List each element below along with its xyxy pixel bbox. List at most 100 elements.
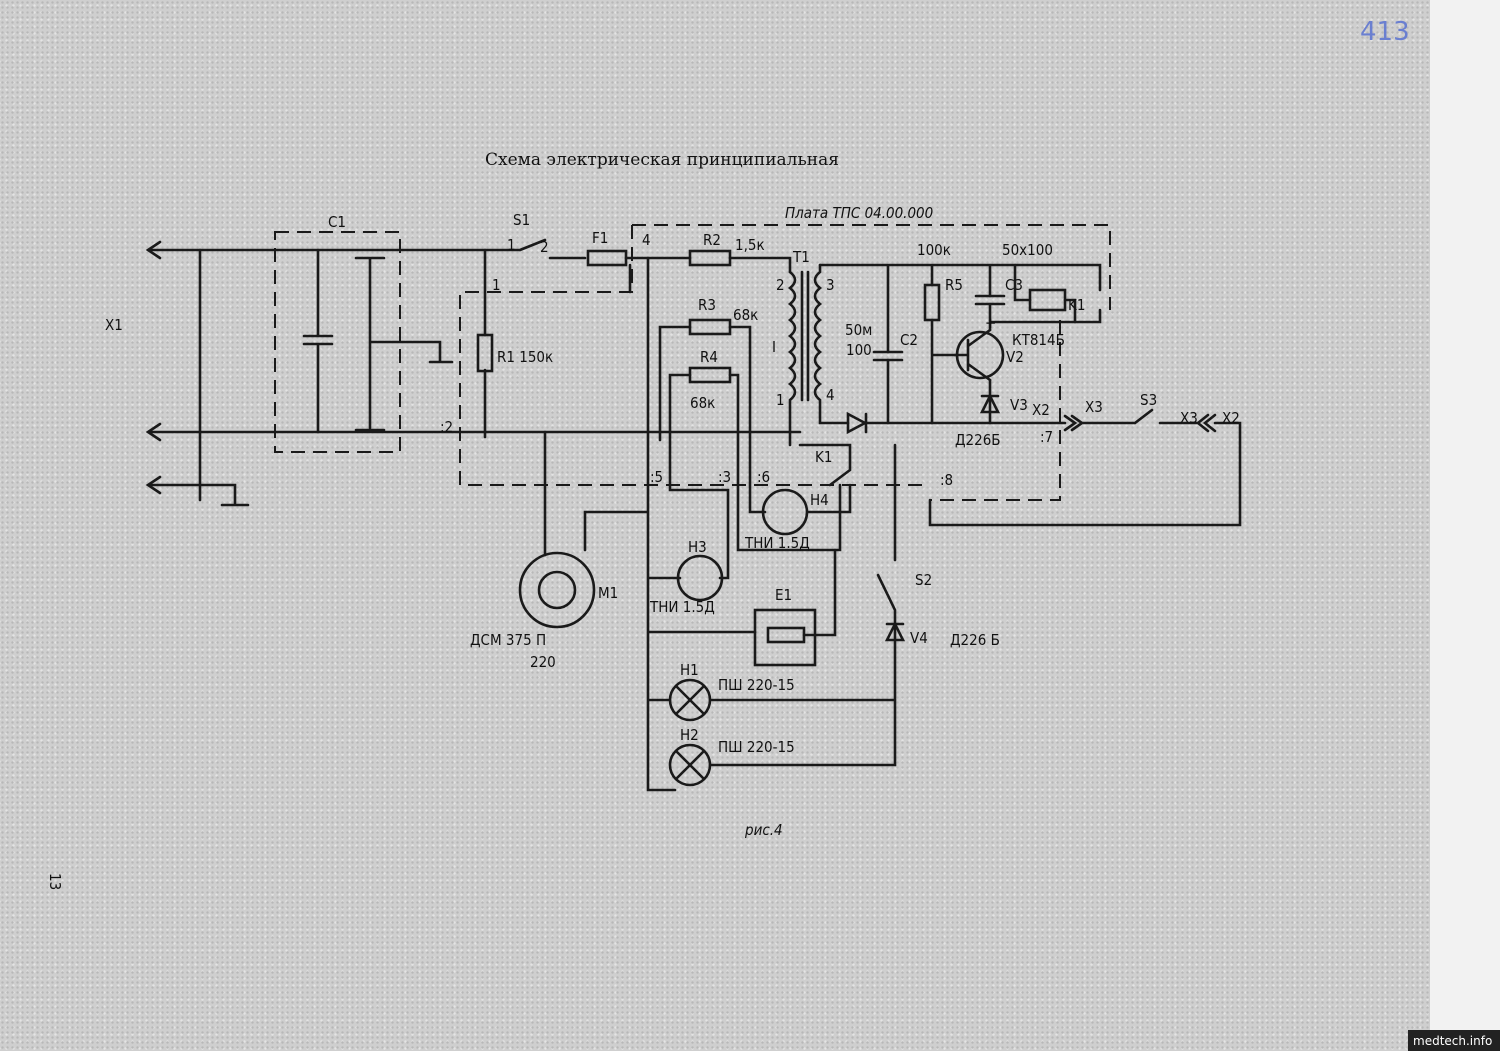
label-r5-value: 100к: [917, 241, 951, 259]
secondary-wires: [818, 263, 1102, 425]
label-node4: 4: [642, 231, 651, 249]
label-h4-type: ТНИ 1.5Д: [744, 534, 810, 552]
label-c2-value2: 100: [846, 341, 872, 359]
c3-plus-sign: +: [985, 314, 996, 332]
label-node5: :5: [650, 468, 663, 486]
label-node1: 1: [492, 276, 501, 294]
label-e1: E1: [775, 586, 792, 604]
mains-input-x1: [145, 238, 802, 507]
label-v3: V3: [1010, 396, 1028, 414]
relay-wires: [1013, 263, 1077, 324]
motor-m1-rotor: [537, 570, 577, 610]
page-number: 13: [46, 873, 64, 890]
external-connector-loop: [928, 408, 1242, 527]
label-h1: H1: [680, 661, 699, 679]
lamp-h2: [668, 743, 712, 787]
label-r3-value: 68к: [733, 306, 758, 324]
watermark: medtech.info: [1413, 1034, 1492, 1048]
label-h2: H2: [680, 726, 699, 744]
label-node2: :2: [440, 418, 453, 436]
label-h3-type: ТНИ 1.5Д: [649, 598, 715, 616]
k1-contact-wiring: [708, 443, 897, 767]
label-v4: V4: [910, 629, 928, 647]
capacitor-c3: [974, 294, 1006, 306]
page-margin: [1430, 0, 1500, 1051]
relay-k1-coil: [1028, 288, 1067, 312]
label-h1-type: ПШ 220-15: [718, 676, 795, 694]
label-node6: :6: [757, 468, 770, 486]
board-label: Плата ТПС 04.00.000: [785, 204, 933, 222]
label-k1: K1: [1068, 296, 1085, 314]
label-f1: F1: [592, 229, 608, 247]
transistor-v2: [953, 328, 1005, 382]
label-r4: R4: [700, 348, 718, 366]
label-c2-value1: 50м: [845, 321, 872, 339]
figure-caption: рис.4: [744, 821, 783, 839]
label-t1-pin4: 4: [826, 386, 835, 404]
diagram-title: Схема электрическая принципиальная: [485, 150, 839, 170]
label-t1: T1: [792, 248, 810, 266]
label-m1-type: ДСМ 375 П: [470, 631, 546, 649]
board-boundary: [459, 224, 1111, 501]
lamp-h1: [668, 678, 712, 722]
diode-v4: [884, 621, 906, 642]
label-t1-pin2: 2: [776, 276, 785, 294]
label-s3: S3: [1140, 391, 1157, 409]
top-wire: [624, 256, 792, 294]
label-m1: M1: [598, 584, 618, 602]
label-h2-type: ПШ 220-15: [718, 738, 795, 756]
r3-resistor: [688, 318, 732, 336]
label-m1-voltage: 220: [530, 653, 556, 671]
label-r4-value: 68к: [690, 394, 715, 412]
watermark-bg: [1408, 1030, 1500, 1051]
label-s1: S1: [513, 211, 530, 229]
label-x3b: X3: [1180, 409, 1198, 427]
label-h4: H4: [810, 491, 829, 509]
neon-lamp-h4: [761, 488, 809, 536]
zener-v3: [979, 393, 1001, 414]
r2-resistor: [688, 249, 732, 267]
transformer-t1: [787, 263, 850, 447]
label-r2: R2: [703, 231, 721, 249]
label-v2: V2: [1006, 348, 1024, 366]
label-node3: :3: [718, 468, 731, 486]
label-k1-contact: K1: [815, 448, 832, 466]
label-t1-pin3: 3: [826, 276, 835, 294]
label-node7: :7: [1040, 428, 1053, 446]
label-v4-type: Д226 Б: [950, 631, 1000, 649]
label-t1-pin1: 1: [776, 391, 785, 409]
label-c3-value: 50х100: [1002, 241, 1053, 259]
sheet-number: 413: [1360, 17, 1410, 47]
e1-wire: [802, 548, 837, 637]
c1-enclosure: [274, 231, 401, 453]
r4-resistor: [688, 366, 732, 384]
label-r2-value: 1,5к: [735, 236, 765, 254]
label-r1: R1 150к: [497, 348, 553, 366]
diode-v1: [846, 411, 1067, 435]
motor-m1: [518, 551, 596, 629]
heater-e1-element: [766, 626, 806, 644]
capacitor-c2: [872, 350, 904, 362]
label-winding-i: I: [772, 338, 776, 356]
label-v3-type: Д226Б: [955, 431, 1001, 449]
label-x2b: X2: [1222, 409, 1240, 427]
label-c2: C2: [900, 331, 918, 349]
label-c1: C1: [328, 213, 346, 231]
label-node8: :8: [940, 471, 953, 489]
label-v2-type: КТ814Б: [1012, 331, 1065, 349]
label-s2: S2: [915, 571, 932, 589]
r1-resistor: [476, 333, 494, 373]
r5-resistor: [923, 283, 941, 322]
heater-e1-box: [753, 608, 817, 667]
label-x2: X2: [1032, 401, 1050, 419]
label-r3: R3: [698, 296, 716, 314]
label-h3: H3: [688, 538, 707, 556]
neon-lamp-h3: [676, 554, 724, 602]
neon-lamp-wires: [658, 325, 842, 580]
label-x1: X1: [105, 316, 123, 334]
label-r5: R5: [945, 276, 963, 294]
f1-fuse: [586, 249, 628, 267]
distribution-bus: [583, 256, 757, 792]
label-s1-pin1: 1: [507, 236, 516, 254]
